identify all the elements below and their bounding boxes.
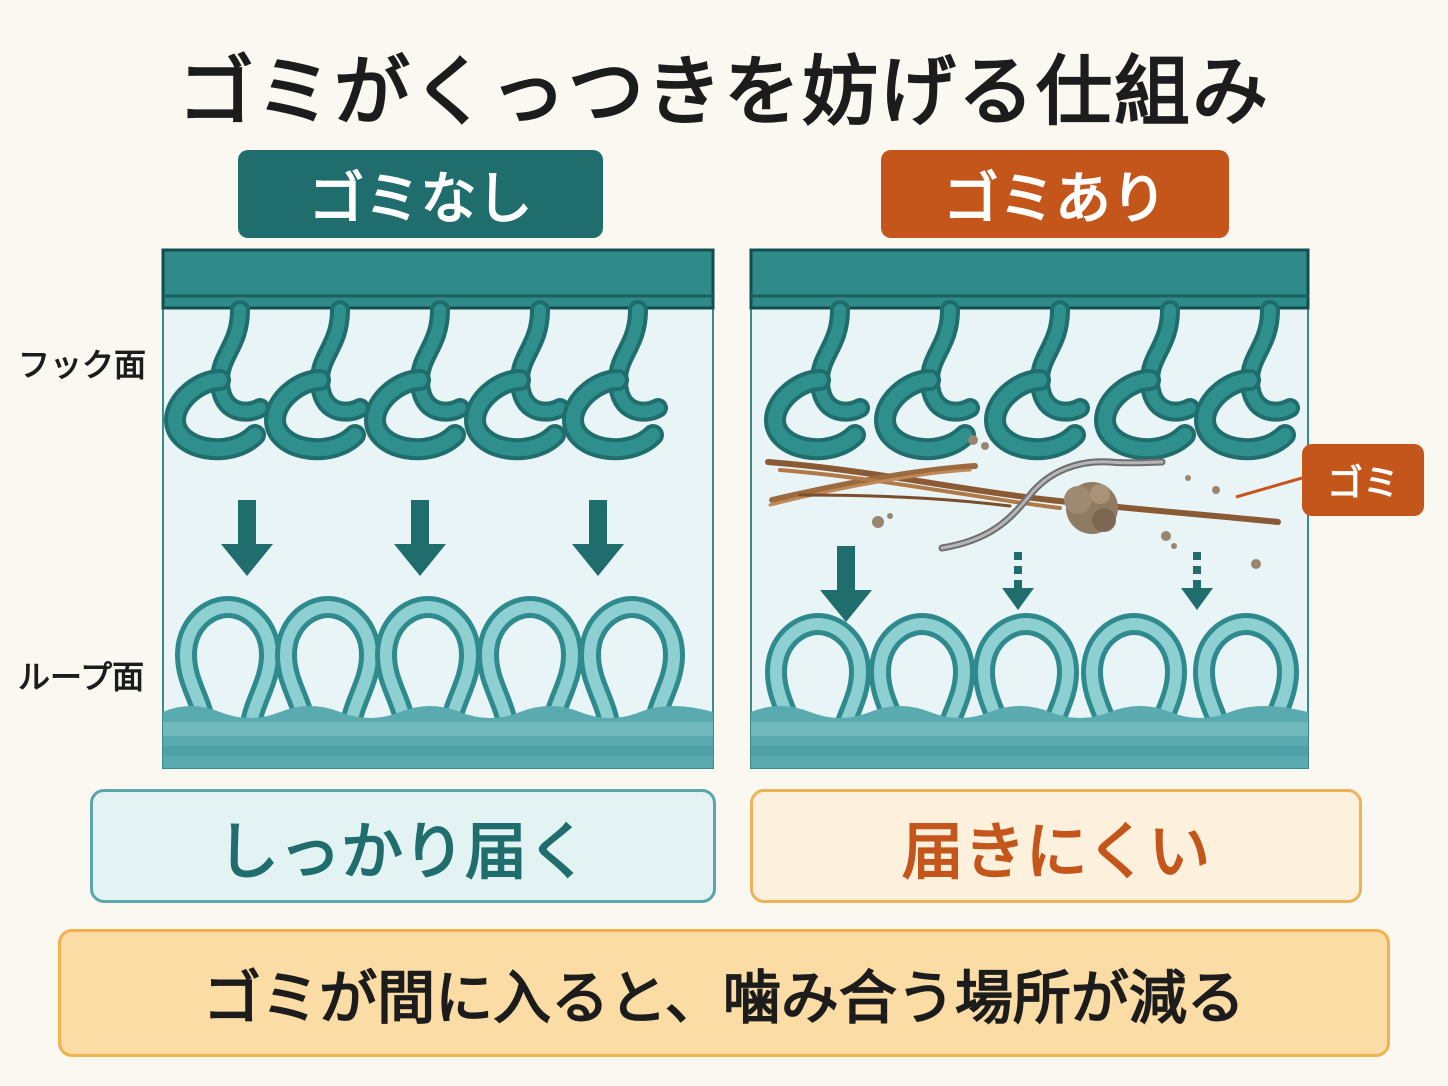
loop-side-label: ループ面 [18, 658, 145, 696]
dust-particles [872, 435, 1261, 569]
hook-backing-strip [161, 248, 715, 310]
dust-label: ゴミ [1302, 444, 1424, 516]
summary-banner: ゴミが間に入ると、噛み合う場所が減る [58, 929, 1390, 1057]
badge-no-dust: ゴミなし [238, 150, 603, 238]
right-panel [749, 248, 1310, 769]
loop-fabric-base [163, 706, 713, 768]
hair-fiber-icon [938, 458, 1166, 552]
result-no-dust: しっかり届く [90, 789, 716, 903]
hair-fiber-icon [765, 459, 1281, 525]
hook-side-label: フック面 [18, 346, 147, 384]
hook-backing-strip [749, 248, 1310, 310]
dust-clump-icon [1064, 482, 1118, 534]
page-title: ゴミがくっつきを妨げる仕組み [178, 47, 1270, 136]
badge-with-dust: ゴミあり [881, 150, 1229, 238]
left-panel [161, 248, 715, 769]
result-with-dust: 届きにくい [750, 789, 1362, 903]
loop-fabric-base [751, 706, 1308, 768]
dust-pointer-line [1235, 476, 1303, 499]
